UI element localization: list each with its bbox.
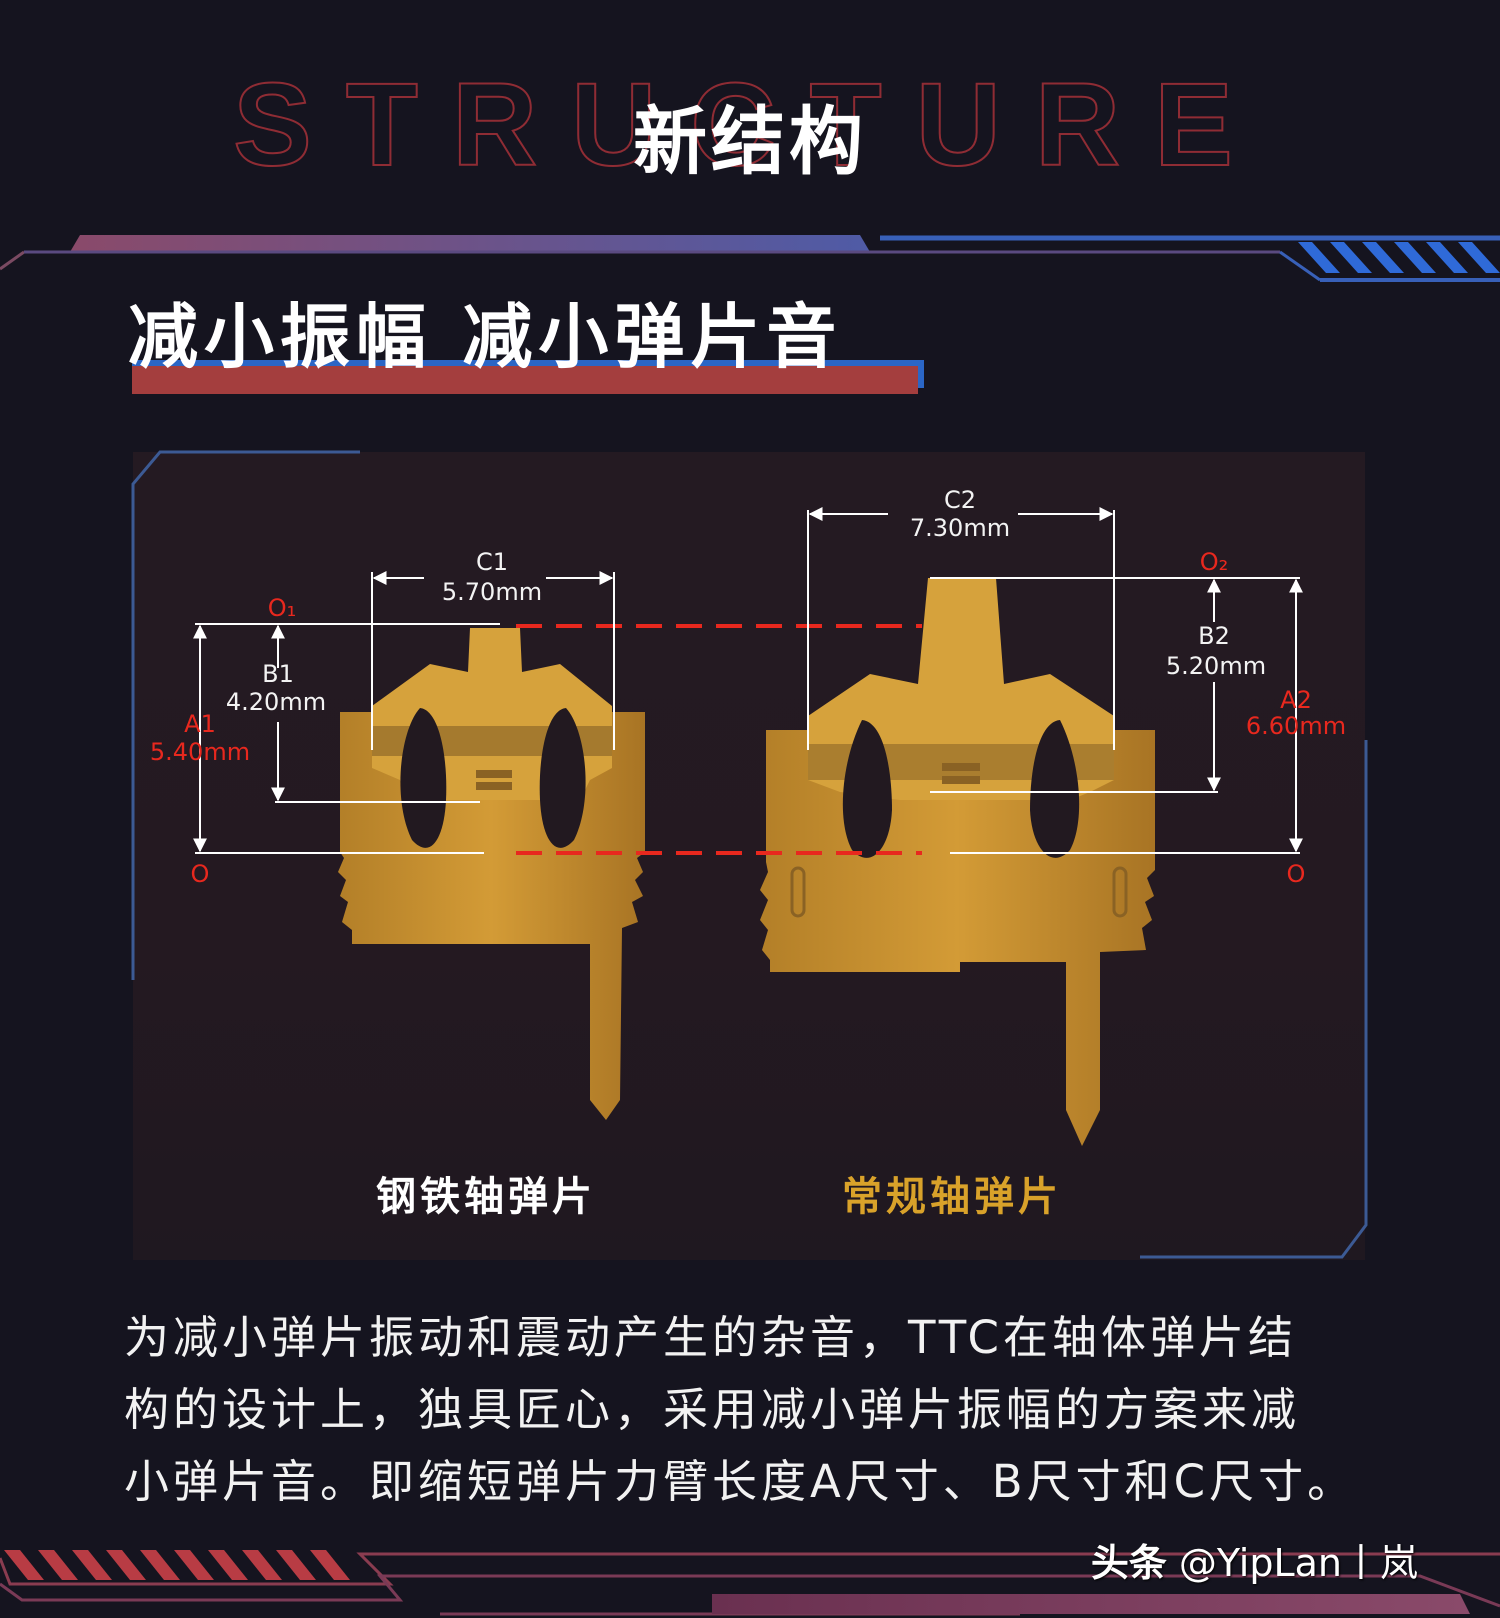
top-decor-band (0, 235, 1500, 282)
description-paragraph: 为减小弹片振动和震动产生的杂音，TTC在轴体弹片结 构的设计上，独具匠心，采用减… (124, 1302, 1404, 1518)
subtitle-underline-red (132, 366, 918, 394)
a1-label: A1 (184, 710, 216, 738)
b1-value: 4.20mm (225, 688, 327, 716)
description-line: 构的设计上，独具匠心，采用减小弹片振幅的方案来减 (124, 1383, 1301, 1436)
c2-value: 7.30mm (909, 514, 1011, 542)
section-subtitle: 减小振幅 减小弹片音 (128, 296, 843, 378)
b2-label: B2 (1198, 622, 1230, 650)
diagram-panel (133, 452, 1365, 1260)
a2-value: 6.60mm (1245, 712, 1347, 740)
c2-label: C2 (943, 486, 977, 514)
regular-leaf-caption: 常规轴弹片 (842, 1174, 1062, 1220)
watermark-platform: 头条 (1090, 1541, 1167, 1585)
regular-leaf-part (760, 578, 1155, 1146)
watermark: 头条 @YipLan丨岚 (1091, 1538, 1418, 1588)
b2-value: 5.20mm (1165, 652, 1267, 680)
o2-origin-label: O₂ (1199, 548, 1229, 576)
steel-leaf-caption: 钢铁轴弹片 (376, 1174, 596, 1220)
background-word-structure: STRUCTURE (232, 59, 1267, 191)
bottom-decor-band (0, 1550, 1500, 1616)
c1-label: C1 (475, 548, 509, 576)
description-line: 为减小弹片振动和震动产生的杂音，TTC在轴体弹片结 (124, 1311, 1297, 1364)
description-line: 小弹片音。即缩短弹片力臂长度A尺寸、B尺寸和C尺寸。 (124, 1455, 1357, 1508)
b1-label: B1 (262, 660, 294, 688)
right-o-origin-label: O (1286, 860, 1306, 888)
left-o-origin-label: O (190, 860, 210, 888)
a2-label: A2 (1280, 686, 1312, 714)
o1-origin-label: O₁ (267, 594, 297, 622)
page-title: 新结构 (633, 99, 867, 185)
c1-value: 5.70mm (441, 578, 543, 606)
a1-value: 5.40mm (149, 738, 251, 766)
steel-leaf-part (338, 628, 645, 1120)
watermark-handle: @YipLan丨岚 (1178, 1541, 1418, 1585)
